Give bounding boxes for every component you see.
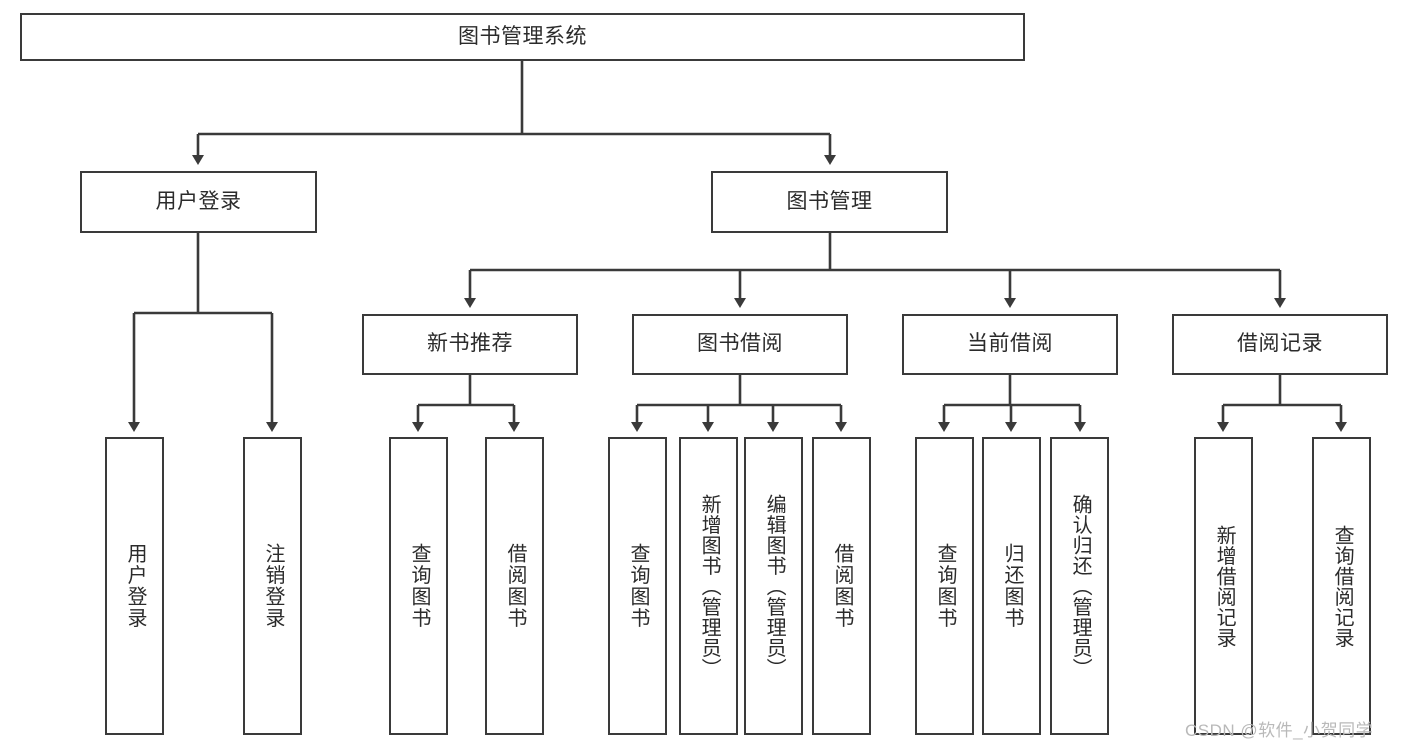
node-borrow-record-label: 借阅记录 <box>1237 332 1323 356</box>
leaf-cb-query-book[interactable]: 查询图书 <box>915 437 974 735</box>
leaf-br-query-record-label: 查询借阅记录 <box>1331 524 1354 648</box>
node-root-label: 图书管理系统 <box>458 24 587 48</box>
node-book-management-label: 图书管理 <box>786 189 873 213</box>
node-current-borrow[interactable]: 当前借阅 <box>902 314 1118 375</box>
node-new-book-recommend[interactable]: 新书推荐 <box>362 314 578 375</box>
leaf-bb-add-book-admin-label: 新增图书（管理员） <box>698 493 721 679</box>
leaf-cb-confirm-return-admin-label: 确认归还（管理员） <box>1069 493 1092 679</box>
leaf-logout-label: 注销登录 <box>262 543 284 629</box>
leaf-nb-borrow-book-label: 借阅图书 <box>504 543 526 629</box>
leaf-br-add-record[interactable]: 新增借阅记录 <box>1194 437 1253 735</box>
node-user-login-label: 用户登录 <box>155 189 242 213</box>
leaf-bb-borrow-book[interactable]: 借阅图书 <box>812 437 871 735</box>
leaf-nb-query-book-label: 查询图书 <box>408 543 430 629</box>
leaf-cb-return-book-label: 归还图书 <box>1001 543 1023 629</box>
leaf-bb-add-book-admin[interactable]: 新增图书（管理员） <box>679 437 738 735</box>
leaf-bb-edit-book-admin[interactable]: 编辑图书（管理员） <box>744 437 803 735</box>
leaf-cb-return-book[interactable]: 归还图书 <box>982 437 1041 735</box>
leaf-bb-borrow-book-label: 借阅图书 <box>831 543 853 629</box>
leaf-cb-confirm-return-admin[interactable]: 确认归还（管理员） <box>1050 437 1109 735</box>
node-current-borrow-label: 当前借阅 <box>967 332 1053 356</box>
watermark-text: CSDN @软件_小贺同学 <box>1185 721 1374 740</box>
leaf-logout[interactable]: 注销登录 <box>243 437 302 735</box>
leaf-bb-query-book-label: 查询图书 <box>627 543 649 629</box>
leaf-nb-borrow-book[interactable]: 借阅图书 <box>485 437 544 735</box>
node-book-borrow-label: 图书借阅 <box>697 332 783 356</box>
leaf-cb-query-book-label: 查询图书 <box>934 543 956 629</box>
leaf-user-login-label: 用户登录 <box>124 543 146 629</box>
node-new-book-recommend-label: 新书推荐 <box>427 332 513 356</box>
node-book-borrow[interactable]: 图书借阅 <box>632 314 848 375</box>
leaf-user-login[interactable]: 用户登录 <box>105 437 164 735</box>
node-user-login[interactable]: 用户登录 <box>80 171 317 233</box>
leaf-bb-edit-book-admin-label: 编辑图书（管理员） <box>763 493 786 679</box>
node-borrow-record[interactable]: 借阅记录 <box>1172 314 1388 375</box>
leaf-bb-query-book[interactable]: 查询图书 <box>608 437 667 735</box>
leaf-br-query-record[interactable]: 查询借阅记录 <box>1312 437 1371 735</box>
leaf-br-add-record-label: 新增借阅记录 <box>1213 524 1236 648</box>
leaf-nb-query-book[interactable]: 查询图书 <box>389 437 448 735</box>
node-book-management[interactable]: 图书管理 <box>711 171 948 233</box>
node-root[interactable]: 图书管理系统 <box>20 13 1025 61</box>
